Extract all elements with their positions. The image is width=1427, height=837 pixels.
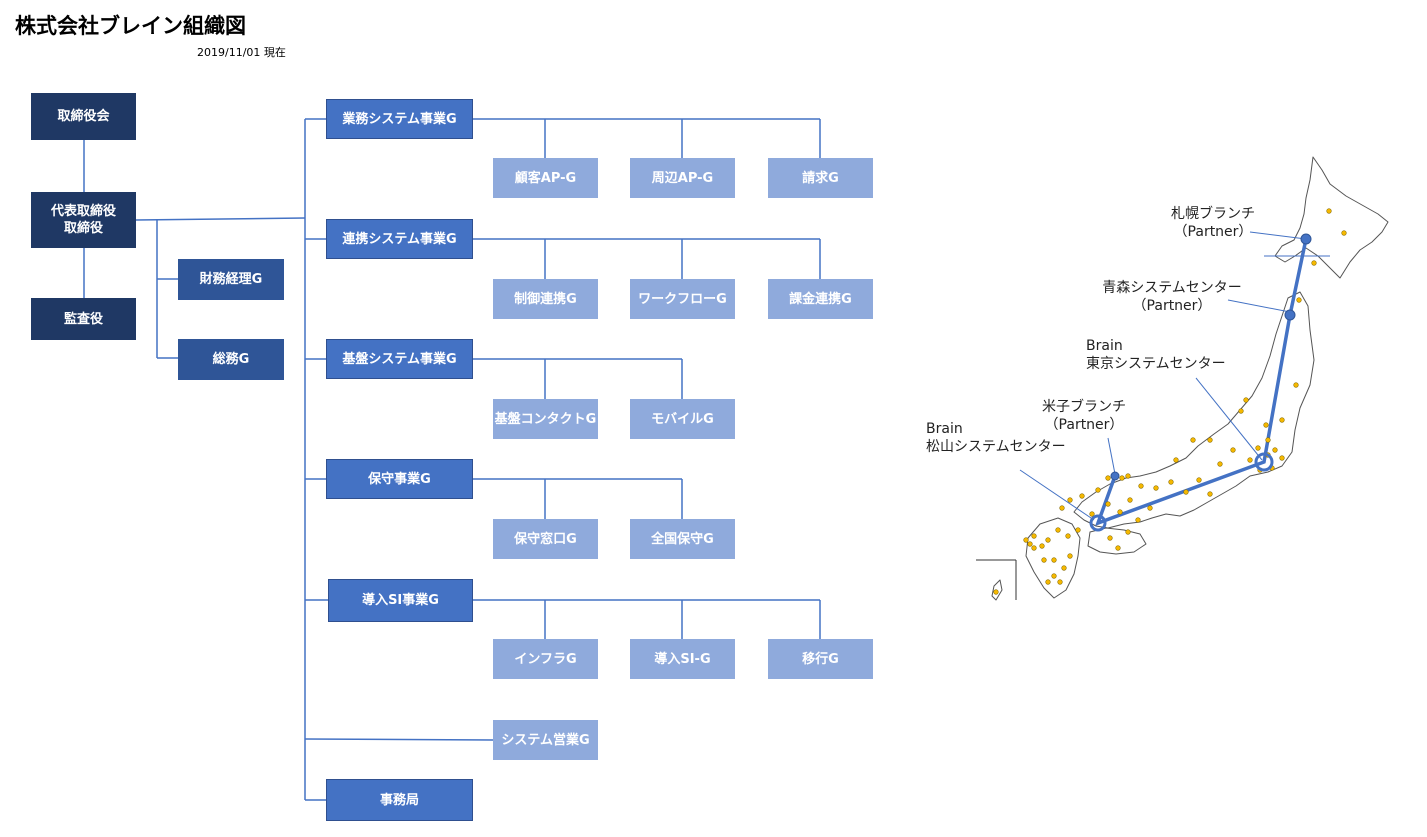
yonago-label: 米子ブランチ （Partner） (1042, 399, 1126, 433)
finance-box: 財務経理G (178, 259, 284, 300)
board-box: 取締役会 (31, 93, 136, 140)
aomori-label: 青森システムセンター （Partner） (1102, 280, 1242, 314)
group-box: インフラG (493, 639, 598, 679)
hokkaido-island (1274, 156, 1389, 279)
system-center-markers (1089, 452, 1274, 532)
group-box: 制御連携G (493, 279, 598, 319)
route-lines (1095, 238, 1308, 526)
division-box: 保守事業G (326, 459, 473, 499)
division-box: 連携システム事業G (326, 219, 473, 259)
group-box: ワークフローG (630, 279, 735, 319)
division-box: 業務システム事業G (326, 99, 473, 139)
group-box: モバイルG (630, 399, 735, 439)
tokyo-label: Brain 東京システムセンター (1086, 338, 1226, 372)
as-of-date: 2019/11/01 現在 (197, 46, 286, 59)
sales-group-box: システム営業G (493, 720, 598, 760)
group-box: 課金連携G (768, 279, 873, 319)
president-box: 代表取締役 取締役 (31, 192, 136, 248)
auditor-box: 監査役 (31, 298, 136, 340)
matsuyama-label: Brain 松山システムセンター (926, 421, 1066, 455)
group-box: 全国保守G (630, 519, 735, 559)
division-box: 基盤システム事業G (326, 339, 473, 379)
callout-lines (1019, 231, 1307, 521)
group-box: 顧客AP-G (493, 158, 598, 198)
okinawa-inset-frame (976, 559, 1017, 600)
page-title: 株式会社ブレイン組織図 (15, 14, 246, 38)
group-box: 導入SI-G (630, 639, 735, 679)
secretariat-box: 事務局 (326, 779, 473, 821)
division-box: 導入SI事業G (328, 579, 473, 622)
sapporo-label: 札幌ブランチ （Partner） (1171, 206, 1255, 240)
general-affairs-box: 総務G (178, 339, 284, 380)
group-box: 移行G (768, 639, 873, 679)
shikoku-island (1087, 527, 1147, 555)
office-markers (1110, 233, 1312, 481)
group-box: 基盤コンタクトG (493, 399, 598, 439)
group-box: 保守窓口G (493, 519, 598, 559)
group-box: 請求G (768, 158, 873, 198)
group-box: 周辺AP-G (630, 158, 735, 198)
